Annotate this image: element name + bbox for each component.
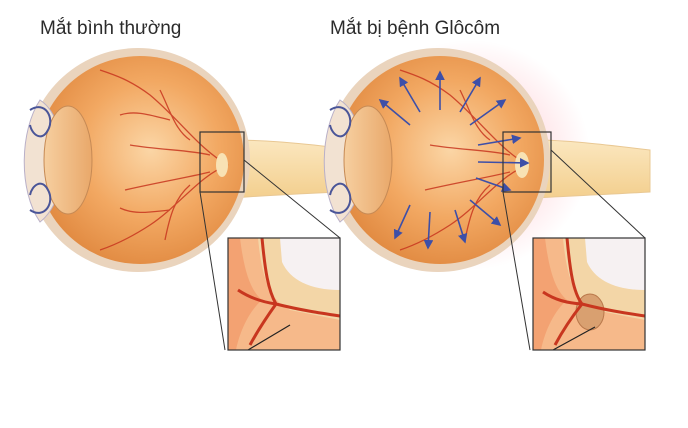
pressure-arrow-icon bbox=[378, 70, 530, 250]
normal-eye bbox=[23, 48, 341, 351]
glaucoma-eye-title: Mắt bị bệnh Glôcôm bbox=[330, 18, 501, 39]
normal-eye-title: Mắt bình thường bbox=[40, 18, 182, 39]
normal-optic-nerve-zoom bbox=[227, 237, 341, 351]
glaucoma-eye bbox=[323, 40, 651, 351]
glaucoma-optic-nerve-zoom bbox=[532, 237, 646, 351]
